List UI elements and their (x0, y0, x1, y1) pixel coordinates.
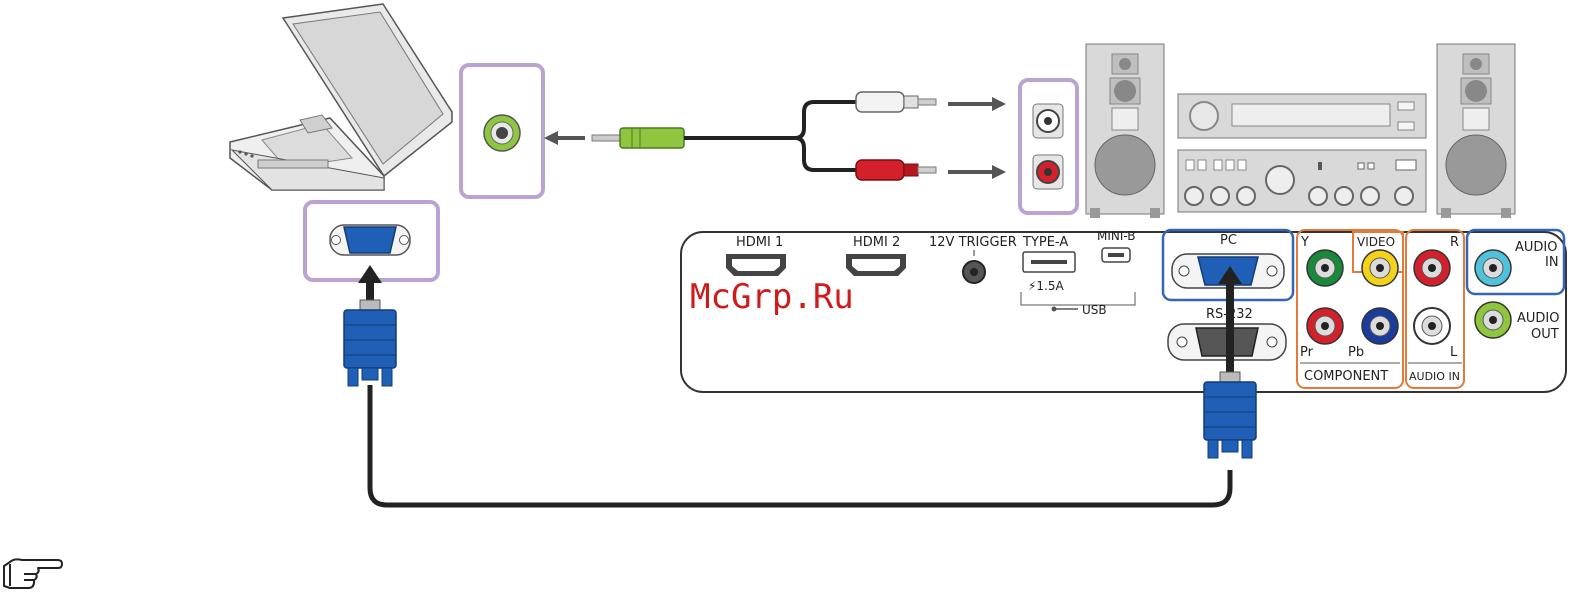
projector-panel: HDMI 1 HDMI 2 12V TRIGGER TYPE-A ⚡1.5A M… (680, 228, 1567, 393)
pc-label: PC (1220, 233, 1237, 248)
component-pb-label: Pb (1348, 345, 1364, 360)
audio-cable (544, 91, 1006, 181)
hdmi2-label: HDMI 2 (853, 235, 900, 250)
audio-out-label-1: AUDIO (1517, 311, 1560, 326)
type-a-rating: ⚡1.5A (1028, 279, 1065, 293)
vga-cable (343, 265, 1257, 508)
vga-connector-icon (329, 224, 411, 256)
rca-plug-icon (855, 159, 937, 181)
usb-label: USB (1082, 303, 1107, 317)
rca-plug-icon (855, 91, 937, 113)
laptop-vga-port-box (303, 200, 440, 282)
vga-plug-icon (343, 299, 397, 387)
type-a-label: TYPE-A (1022, 235, 1068, 250)
pointing-hand-icon (3, 558, 63, 589)
audio-out-label-2: OUT (1531, 327, 1559, 342)
audio-in-label-1: AUDIO (1515, 240, 1558, 255)
component-pr-label: Pr (1300, 345, 1314, 360)
component-y-label: Y (1300, 235, 1309, 250)
speaker-rca-input-box (1018, 78, 1079, 215)
vga-plug-icon (1203, 371, 1257, 459)
hdmi1-label: HDMI 1 (736, 235, 783, 250)
component-label: COMPONENT (1304, 369, 1388, 384)
laptop-audio-port-box (459, 63, 545, 199)
video-label: VIDEO (1357, 235, 1395, 249)
audio-r-label: R (1450, 235, 1459, 250)
audio-in-group-label: AUDIO IN (1409, 370, 1460, 383)
mini-b-label: MINI-B (1097, 229, 1136, 243)
watermark: McGrp.Ru (690, 277, 854, 317)
audio-in-label-2: IN (1545, 255, 1559, 270)
speaker-system-icon (1085, 43, 1516, 218)
audio-l-label: L (1450, 345, 1458, 360)
laptop-icon (229, 3, 453, 191)
trigger-label: 12V TRIGGER (929, 235, 1017, 250)
